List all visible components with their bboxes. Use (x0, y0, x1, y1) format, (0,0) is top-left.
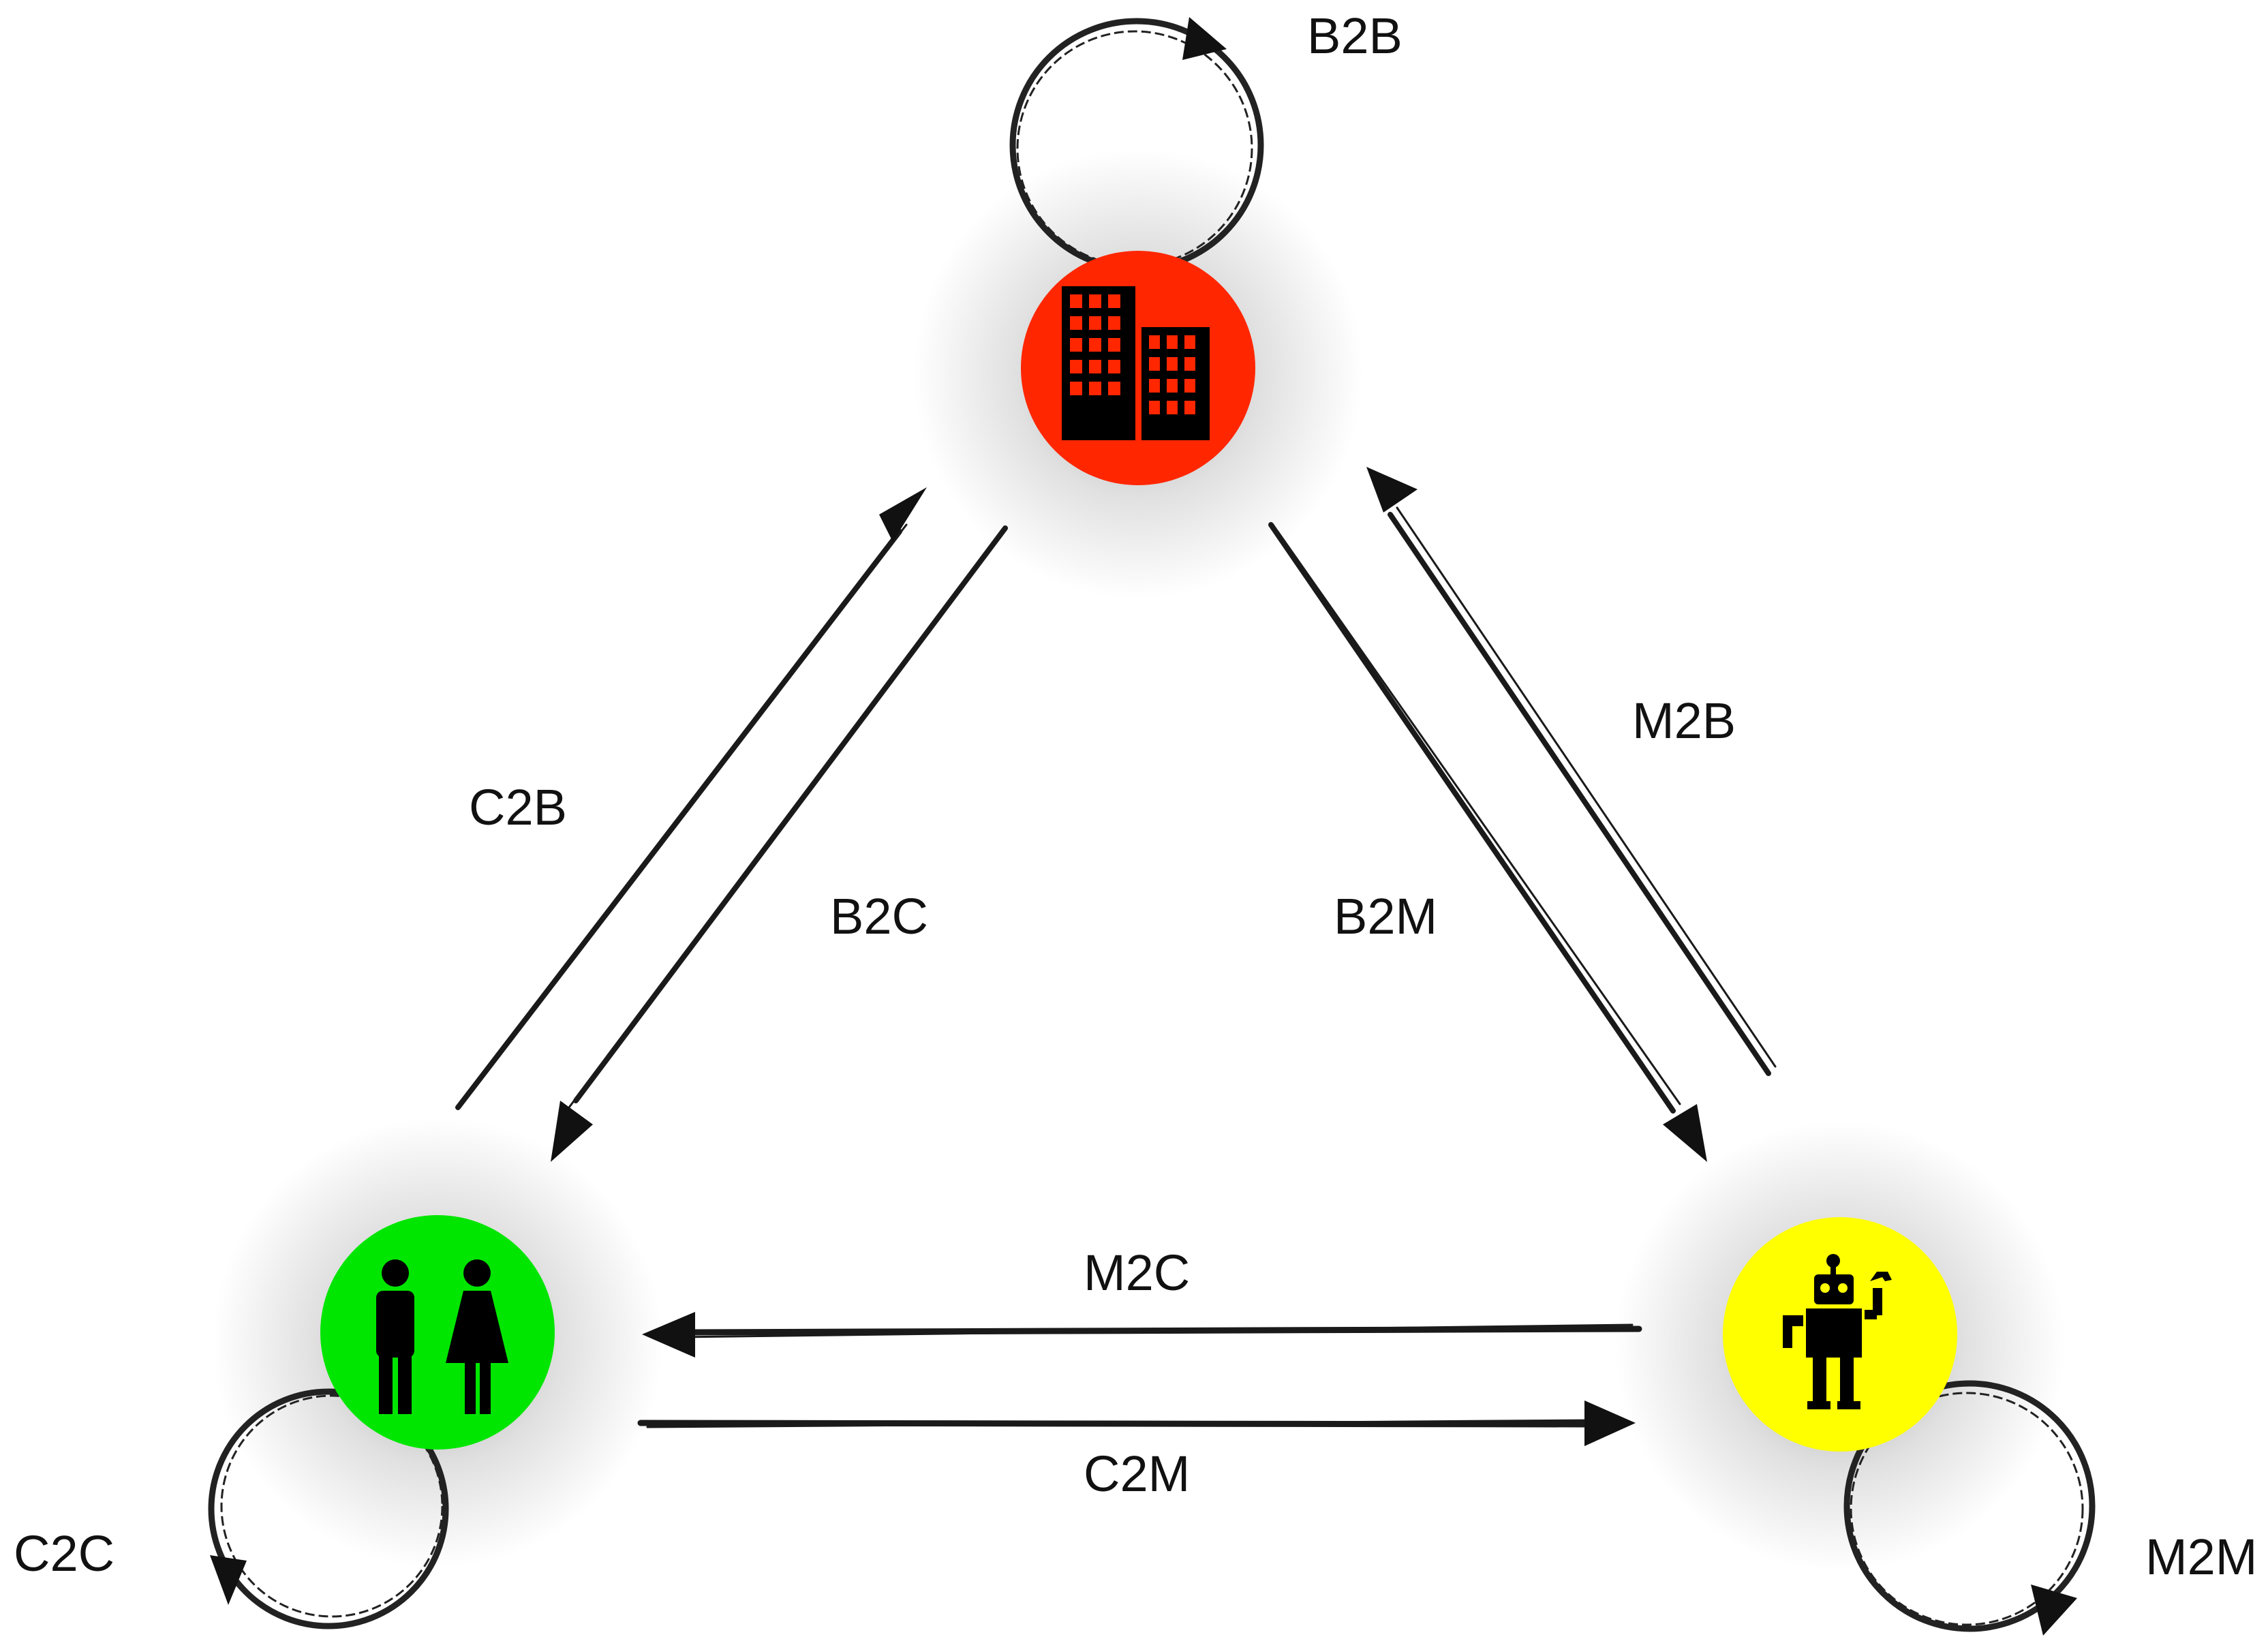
consumer-circle (320, 1215, 555, 1450)
robot-icon (1783, 1254, 1892, 1409)
loop-m2m (1843, 1380, 2096, 1636)
label-b2m: B2M (1334, 888, 1437, 945)
edge-m2c (642, 1312, 1642, 1358)
node-business (1021, 251, 1255, 485)
edge-c2b (455, 487, 927, 1110)
business-circle (1021, 251, 1255, 485)
edge-m2b (1366, 467, 1777, 1076)
label-m2b: M2B (1632, 692, 1736, 749)
label-m2m: M2M (2145, 1529, 2257, 1585)
office-buildings-icon (1062, 286, 1210, 440)
node-consumer (320, 1215, 555, 1450)
edge-c2m (637, 1400, 1636, 1446)
label-c2c: C2C (14, 1525, 114, 1582)
label-b2b: B2B (1307, 7, 1403, 64)
loop-c2c (208, 1388, 449, 1629)
label-c2m: C2M (1084, 1445, 1190, 1502)
edge-b2c (551, 525, 1008, 1162)
edge-b2m (1268, 522, 1707, 1162)
node-machine (1723, 1217, 1957, 1452)
label-c2b: C2B (469, 779, 567, 836)
people-icon (376, 1259, 508, 1414)
label-m2c: M2C (1084, 1244, 1190, 1301)
label-b2c: B2C (830, 888, 928, 945)
